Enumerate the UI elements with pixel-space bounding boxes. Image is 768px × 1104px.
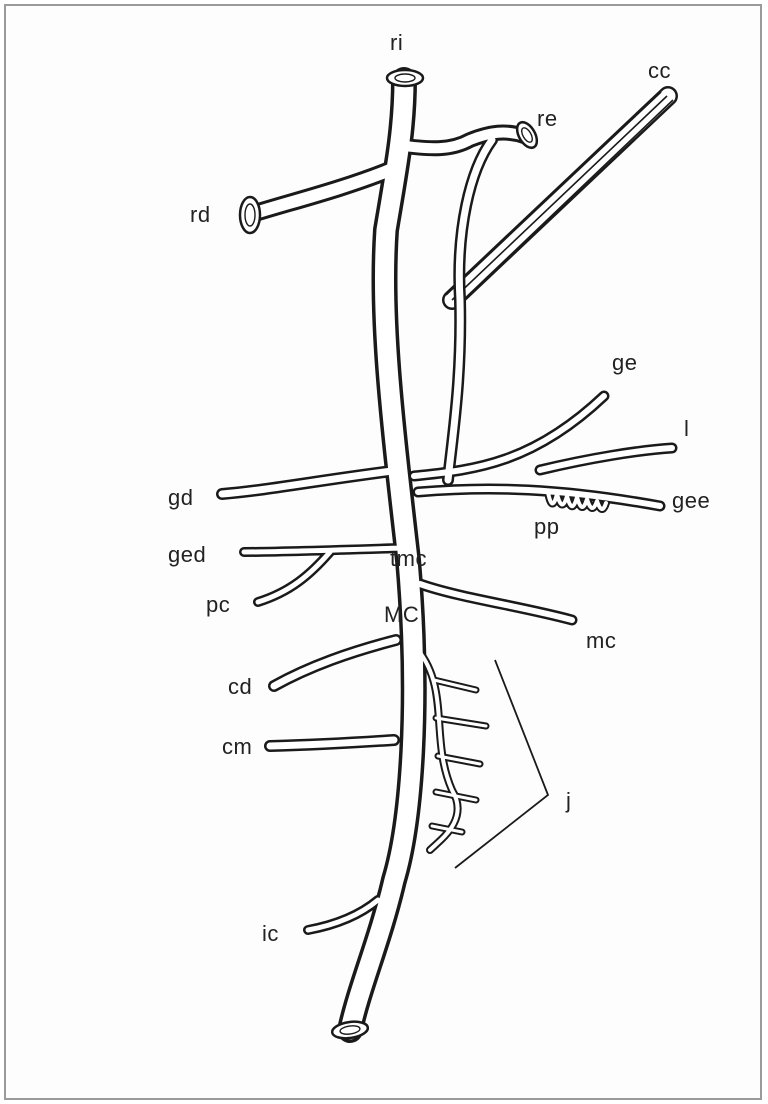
label-ri: ri [390, 30, 403, 55]
rd-opening [240, 197, 260, 233]
trunk-end-opening [331, 1020, 369, 1041]
cc-cord-bundle [446, 92, 673, 305]
label-j: j [565, 788, 571, 813]
label-tmc: tmc [390, 546, 427, 571]
label-ged: ged [168, 542, 206, 567]
label-mc: mc [586, 628, 616, 653]
label-MC: MC [384, 602, 419, 627]
label-pp: pp [534, 514, 559, 539]
label-pc: pc [206, 592, 230, 617]
label-cc: cc [648, 58, 671, 83]
label-gd: gd [168, 485, 193, 510]
ri-opening [387, 70, 423, 86]
label-l: l [684, 416, 689, 441]
label-gee: gee [672, 488, 710, 513]
vessel-tree [222, 80, 672, 1030]
label-re: re [537, 106, 558, 131]
label-rd: rd [190, 202, 211, 227]
label-cd: cd [228, 674, 252, 699]
label-cm: cm [222, 734, 252, 759]
label-ic: ic [262, 921, 279, 946]
label-ge: ge [612, 350, 637, 375]
